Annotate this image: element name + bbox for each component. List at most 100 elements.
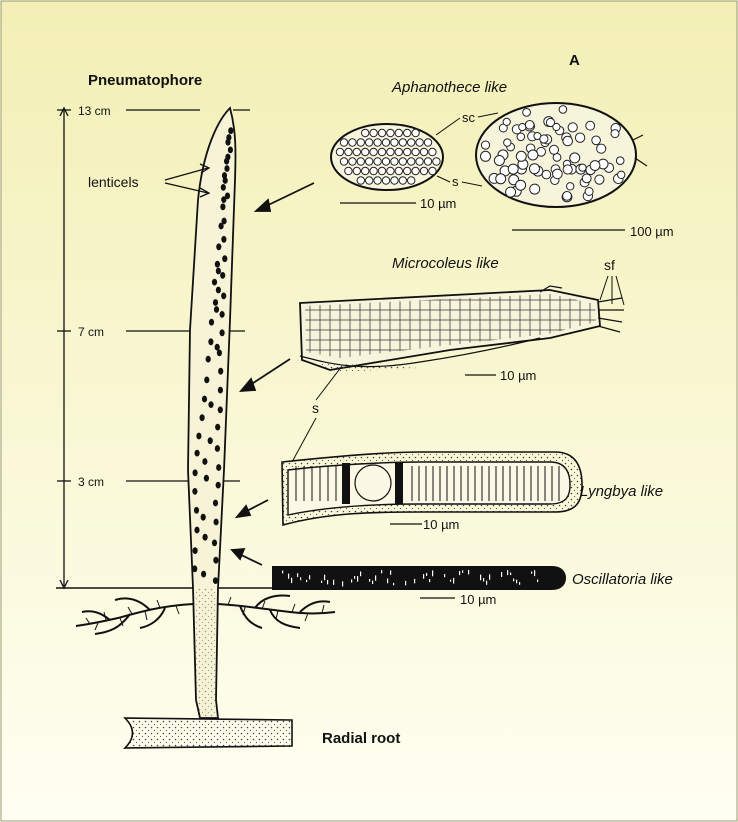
cell [618,171,625,178]
lenticel-dot [216,482,221,489]
cell [567,183,574,190]
filament-fleck [369,579,370,582]
filament-fleck [450,580,451,582]
lenticel-dot [194,527,199,534]
filament-fleck [381,570,382,573]
cell [382,177,389,184]
cell [570,153,580,163]
cell [374,177,381,184]
filament-fleck [537,580,538,583]
lenticel-dot [208,437,213,444]
oscillatoria-filament [272,566,566,590]
cell [506,187,516,197]
cell [590,161,600,171]
lenticel-dot [218,406,223,413]
lenticel-dot [217,350,222,357]
cell [412,148,419,155]
cell [592,136,601,145]
cell [582,174,591,183]
height-7cm: 7 cm [78,325,104,339]
cell [340,158,347,165]
cell [568,123,577,132]
lenticel-dot [206,356,211,363]
cell [336,148,343,155]
lenticel-dot [212,279,217,286]
lenticel-dot [214,306,219,313]
filament-fleck [300,577,301,580]
cell [553,123,560,130]
cell [366,158,373,165]
lenticel-dot [196,433,201,440]
cell [349,158,356,165]
radial-root-label: Radial root [322,730,400,747]
cell [370,129,377,136]
lenticel-dot [219,223,224,230]
filament-fleck [459,571,460,575]
cell [496,174,506,184]
height-3cm: 3 cm [78,475,104,489]
cell [404,148,411,155]
lenticel-dot [195,450,200,457]
lenticel-dot [192,488,197,495]
cell [420,167,427,174]
cell [382,158,389,165]
cell [404,129,411,136]
filament-fleck [321,581,322,583]
filament-fleck [342,581,343,586]
filament-fleck [414,579,415,583]
lenticel-dot [201,514,206,521]
cell [616,157,624,165]
lenticel-dot [221,196,226,203]
filament-fleck [429,579,430,582]
filament-fleck [297,573,298,577]
lenticel-dot [214,519,219,526]
lenticel-dot [221,293,226,300]
cell [370,167,377,174]
lenticel-dot [213,577,218,584]
cell [424,139,431,146]
lenticel-dot [225,139,230,146]
lenticel-dot [212,540,217,547]
lenticel-dot [193,547,198,554]
cell [416,139,423,146]
cell [370,148,377,155]
filament-fleck [507,570,508,575]
cell [508,164,518,174]
filament-fleck [501,572,502,577]
lenticel-dot [220,329,225,336]
lyngbya-label: Lyngbya like [580,483,663,500]
cell [345,167,352,174]
cell [399,177,406,184]
filament-fleck [405,581,406,585]
cell [553,169,563,179]
lenticel-dot [194,507,199,514]
height-13cm: 13 cm [78,104,111,118]
lenticel-dot [202,396,207,403]
filament-fleck [426,573,427,576]
cell [540,135,548,143]
lenticel-dot [192,565,197,572]
lenticel-dot [213,299,218,306]
cell [563,165,572,174]
lenticel-dot [216,268,221,275]
cell [416,158,423,165]
cell [525,121,534,130]
cell [353,167,360,174]
micro-scale-label: 10 µm [500,368,536,383]
lenticel-dot [213,557,218,564]
lenticel-dot [218,368,223,375]
lenticel-dot [216,287,221,294]
filament-fleck [483,578,484,581]
lenticel-dot [201,571,206,578]
filament-fleck [309,575,310,579]
lenticel-dot [208,338,213,345]
cell [563,136,573,146]
lenticel-dot [202,458,207,465]
lenticel-dot [222,255,227,262]
lenticel-dot [193,469,198,476]
filament-fleck [453,578,454,584]
cell [399,158,406,165]
cell [366,177,373,184]
microcoleus-sf-label: sf [604,257,615,273]
